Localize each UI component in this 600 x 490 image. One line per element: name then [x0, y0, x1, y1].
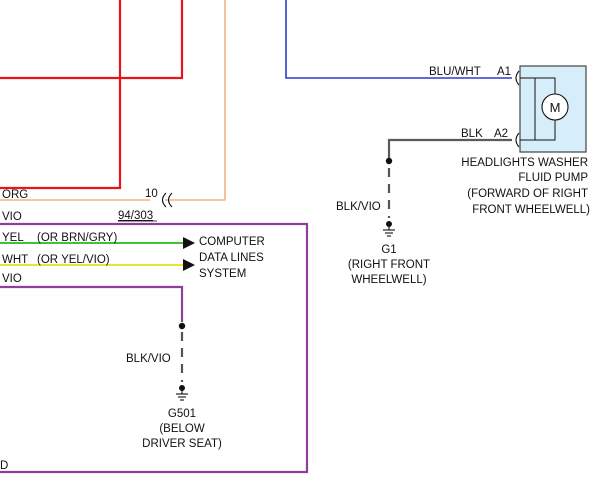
ground-g501-icon — [176, 385, 188, 401]
connector-pin-10: 10 — [145, 188, 158, 200]
blu-wht-wire — [285, 0, 512, 79]
computer-data-lines-1: COMPUTER — [199, 236, 265, 248]
g1-line1: (RIGHT FRONT — [348, 259, 430, 271]
wire-label-yellow-alt: (OR YEL/VIO) — [37, 254, 110, 266]
g1-id: G1 — [381, 244, 396, 256]
wire-label-vio-2: VIO — [2, 273, 22, 285]
wire-label-org: ORG — [2, 189, 28, 201]
violet-wire-to-g501 — [0, 285, 184, 322]
yellow-arrow-head — [183, 259, 195, 271]
g501-line1: (BELOW — [159, 423, 205, 435]
washer-pump: M — [519, 65, 587, 153]
red-wire-outer — [0, 0, 184, 80]
pump-box — [519, 65, 587, 153]
violet-box — [0, 222, 309, 474]
wire-label-vio: VIO — [2, 211, 22, 223]
red-wire-group — [0, 0, 184, 190]
connector-10-symbol — [161, 192, 173, 208]
connector-ref-94-303: 94/303 — [118, 210, 153, 222]
computer-data-lines-2: DATA LINES — [199, 252, 264, 264]
blk-wire — [387, 138, 512, 158]
connector-pin-a1: A1 — [497, 66, 511, 78]
wire-label-yel: YEL — [2, 232, 24, 244]
wire-label-blk-vio-right: BLK/VIO — [336, 201, 381, 213]
wire-label-blk-vio-mid: BLK/VIO — [126, 353, 171, 365]
connector-a1-symbol — [515, 70, 520, 86]
connector-pin-a2: A2 — [494, 128, 508, 140]
pump-line3: (FORWARD OF RIGHT — [467, 188, 588, 200]
splice-dot-g501 — [178, 322, 186, 330]
connector-a2-symbol — [515, 132, 520, 148]
g1-line2: WHEELWELL) — [351, 274, 426, 286]
computer-data-lines-3: SYSTEM — [199, 268, 246, 280]
pump-line4: FRONT WHEELWELL) — [472, 204, 590, 216]
wire-label-d: D — [0, 460, 8, 472]
pump-internal-wiring — [520, 77, 556, 141]
wire-label-blk: BLK — [461, 128, 483, 140]
pump-line2: FLUID PUMP — [518, 172, 588, 184]
org-wire — [165, 0, 226, 201]
green-arrow-head — [183, 237, 195, 249]
g501-line2: DRIVER SEAT) — [142, 438, 222, 450]
g501-id: G501 — [168, 408, 196, 420]
splice-dot-g1 — [385, 157, 393, 165]
ground-g1-icon — [383, 221, 395, 237]
wire-label-wht: WHT — [2, 254, 28, 266]
red-wire-inner — [0, 0, 122, 190]
pump-motor-circle — [541, 93, 569, 121]
wire-label-green-alt: (OR BRN/GRY) — [37, 232, 117, 244]
wire-label-blu-wht: BLU/WHT — [429, 66, 481, 78]
pump-line1: HEADLIGHTS WASHER — [461, 157, 588, 169]
pump-motor-symbol: M — [550, 100, 561, 115]
